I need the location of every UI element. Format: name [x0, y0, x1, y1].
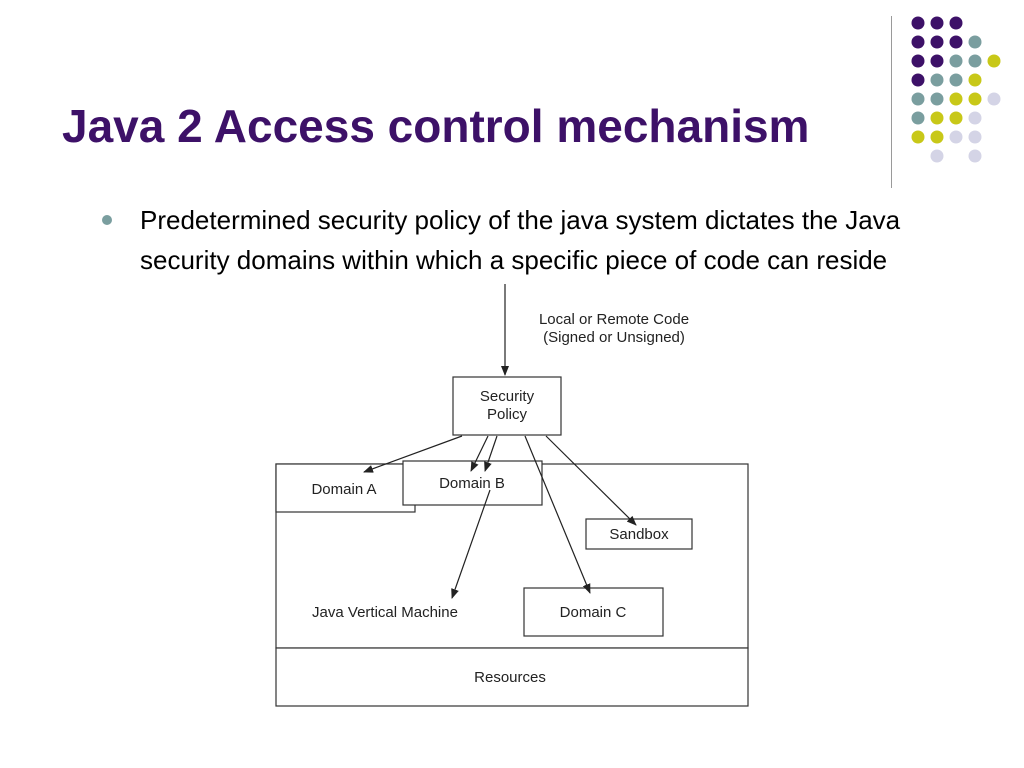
- decorative-dot-icon: [930, 92, 944, 106]
- decorative-dot-icon: [968, 149, 982, 163]
- decorative-dot-icon: [911, 54, 925, 68]
- source-label-line2: (Signed or Unsigned): [543, 329, 685, 346]
- decorative-dot-icon: [968, 35, 982, 49]
- domain-c-label: Domain C: [560, 604, 627, 621]
- decorative-dot-icon: [911, 111, 925, 125]
- decorative-dot-icon: [968, 73, 982, 87]
- decorative-dot-icon: [968, 54, 982, 68]
- bullet-dot-icon: [102, 215, 112, 225]
- decorative-dot-icon: [949, 130, 963, 144]
- decorative-dot-icon: [949, 16, 963, 30]
- bullet-text: Predetermined security policy of the jav…: [140, 205, 901, 275]
- domain-a-box: [275, 463, 416, 513]
- decorative-dot-icon: [911, 16, 925, 30]
- decorative-dot-icon: [930, 16, 944, 30]
- policy-label-line1: Security: [480, 388, 535, 405]
- title-divider: [891, 16, 892, 188]
- policy-label-line2: Policy: [487, 406, 528, 423]
- decorative-dot-icon: [930, 35, 944, 49]
- bullet-item: Predetermined security policy of the jav…: [100, 200, 960, 280]
- decorative-dot-icon: [987, 92, 1001, 106]
- domain-b-label: Domain B: [439, 475, 505, 492]
- resources-box: [275, 647, 749, 707]
- arrow-policy-to-domain-b-right: [484, 435, 498, 472]
- arrow-policy-to-domain-b-left: [470, 435, 489, 472]
- sandbox-label: Sandbox: [609, 526, 669, 543]
- decorative-dot-icon: [911, 92, 925, 106]
- decorative-dot-icon: [949, 35, 963, 49]
- decorative-dot-icon: [930, 130, 944, 144]
- resources-label: Resources: [474, 669, 546, 686]
- decorative-dot-icon: [968, 92, 982, 106]
- decorative-dot-icon: [911, 35, 925, 49]
- sandbox-box: [585, 518, 693, 550]
- decorative-dot-icon: [987, 54, 1001, 68]
- decorative-dot-icon: [949, 111, 963, 125]
- decorative-dot-icon: [930, 73, 944, 87]
- decorative-dot-icon: [911, 130, 925, 144]
- slide-title: Java 2 Access control mechanism: [62, 100, 810, 152]
- arrow-policy-to-domain-a: [363, 435, 463, 473]
- decorative-dot-grid: [911, 16, 1001, 163]
- decorative-dot-icon: [930, 149, 944, 163]
- domain-c-box: [523, 587, 664, 637]
- arrow-policy-to-domain-c: [524, 435, 591, 594]
- decorative-dot-icon: [949, 73, 963, 87]
- decorative-dot-icon: [949, 92, 963, 106]
- security-policy-box: [452, 376, 562, 436]
- decorative-dot-icon: [930, 54, 944, 68]
- decorative-dot-icon: [949, 54, 963, 68]
- jvm-label: Java Vertical Machine: [312, 604, 458, 621]
- source-label-line1: Local or Remote Code: [539, 311, 689, 328]
- bullet-list: Predetermined security policy of the jav…: [100, 200, 960, 280]
- decorative-dot-icon: [968, 111, 982, 125]
- arrow-policy-to-sandbox: [545, 435, 637, 526]
- arrow-to-jvm: [451, 489, 491, 599]
- decorative-dot-icon: [911, 73, 925, 87]
- decorative-dot-icon: [968, 130, 982, 144]
- decorative-dot-icon: [930, 111, 944, 125]
- domain-a-label: Domain A: [311, 481, 376, 498]
